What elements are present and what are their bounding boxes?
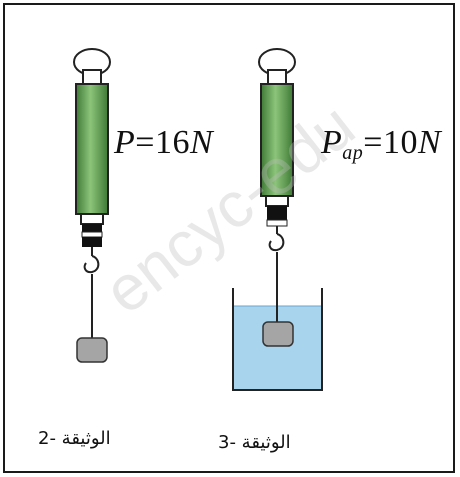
right-scale-band-1 xyxy=(267,206,287,220)
right-scale-band-2 xyxy=(266,219,288,227)
right-hook xyxy=(268,233,285,252)
right-weight xyxy=(262,321,294,347)
left-dynamometer xyxy=(73,48,111,363)
right-collar xyxy=(265,195,289,207)
right-dynamometer xyxy=(232,48,323,391)
left-weight xyxy=(76,337,108,363)
left-formula-symbol: P xyxy=(114,124,136,161)
right-spring-body xyxy=(260,83,294,197)
right-formula-eq: = xyxy=(363,124,383,161)
right-formula-symbol: P xyxy=(321,124,343,161)
left-top-cap xyxy=(82,69,102,85)
left-scale-band-1 xyxy=(82,224,102,232)
right-formula-unit: N xyxy=(417,124,442,161)
left-scale-band-3 xyxy=(82,237,102,247)
left-formula-eq: = xyxy=(135,124,155,161)
left-collar xyxy=(80,213,104,225)
caption-document-2: الوثيقة -2 xyxy=(38,428,111,449)
caption-document-3: الوثيقة -3 xyxy=(218,432,291,453)
right-formula: Pap=10N xyxy=(321,124,441,165)
left-formula-value: 16 xyxy=(154,124,190,161)
left-scale-band-2 xyxy=(81,231,103,238)
left-hook xyxy=(83,255,100,274)
left-formula: P=16N xyxy=(114,124,213,162)
right-formula-value: 10 xyxy=(382,124,418,161)
right-formula-subscript: ap xyxy=(342,142,364,164)
beaker xyxy=(232,288,323,391)
left-spring-body xyxy=(75,83,109,215)
figure-frame xyxy=(3,3,455,473)
right-top-cap xyxy=(267,69,287,85)
left-formula-unit: N xyxy=(189,124,214,161)
